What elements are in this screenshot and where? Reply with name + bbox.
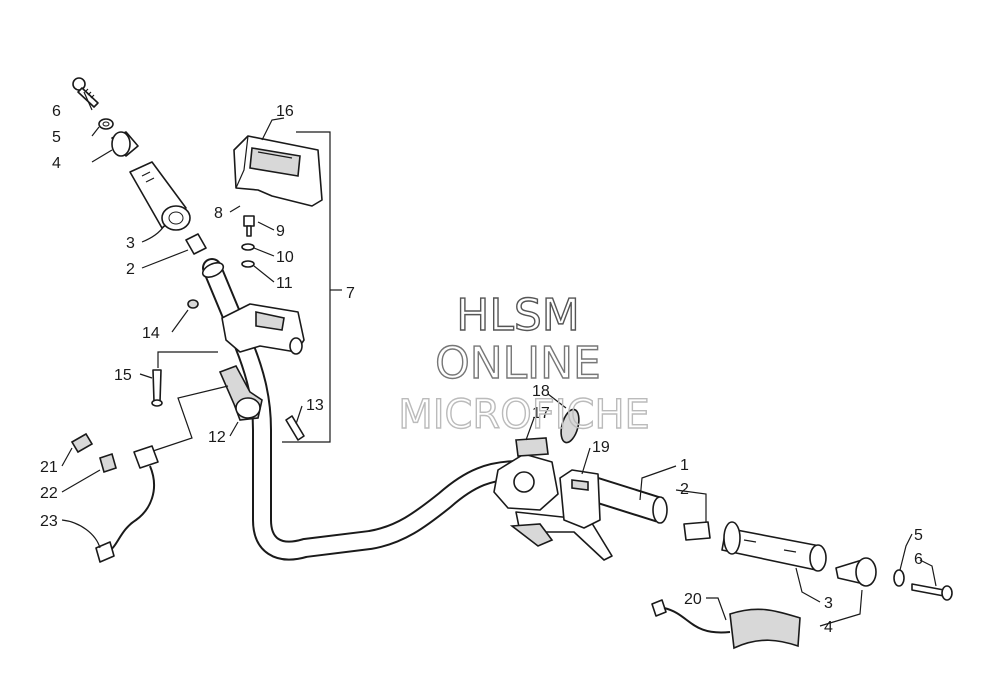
screw-15 xyxy=(151,369,163,407)
watermark-line-3: MICROFICHE xyxy=(398,392,650,438)
washer-10 xyxy=(241,243,255,251)
switch-housing-right xyxy=(559,469,601,529)
screw-9 xyxy=(243,215,255,237)
callout-7: 7 xyxy=(346,285,355,302)
callout-2-right: 2 xyxy=(680,481,689,498)
callout-4-left: 4 xyxy=(52,155,61,172)
grip-left xyxy=(129,161,191,231)
callout-18: 18 xyxy=(532,383,550,400)
callout-11: 11 xyxy=(276,275,293,292)
heater-element xyxy=(651,599,801,650)
leader-lines xyxy=(61,91,937,627)
callout-5-right: 5 xyxy=(914,527,923,544)
sleeve-right xyxy=(683,521,711,541)
screw-right xyxy=(911,583,953,601)
wiring-left xyxy=(70,432,159,563)
callout-21: 21 xyxy=(40,459,58,476)
callout-9: 9 xyxy=(276,223,285,240)
callout-17: 17 xyxy=(532,405,550,422)
callout-8: 8 xyxy=(214,205,223,222)
callout-1: 1 xyxy=(680,457,689,474)
callout-2-left: 2 xyxy=(126,261,135,278)
watermark-line-2: ONLINE xyxy=(435,338,601,389)
end-cap-left xyxy=(111,131,139,157)
end-cap-right xyxy=(835,557,877,587)
callout-15: 15 xyxy=(114,367,132,384)
plug-14 xyxy=(187,299,199,309)
throttle-housing xyxy=(233,135,323,207)
throttle-lower-housing xyxy=(221,303,305,355)
callout-23: 23 xyxy=(40,513,58,530)
cover-18 xyxy=(560,408,580,444)
decal-17 xyxy=(515,437,549,457)
grip-right xyxy=(721,521,827,572)
bracket-7 xyxy=(282,131,331,443)
callout-5-left: 5 xyxy=(52,129,61,146)
callout-4-right: 4 xyxy=(824,619,833,636)
callout-20: 20 xyxy=(684,591,702,608)
throttle-lever xyxy=(218,365,263,421)
callout-14: 14 xyxy=(142,325,160,342)
screw-left xyxy=(72,77,99,108)
callouts: 6 5 4 3 2 16 8 9 10 11 7 14 15 13 12 21 … xyxy=(40,103,923,636)
watermark: HLSM ONLINE MICROFICHE xyxy=(397,289,650,438)
callout-16: 16 xyxy=(276,103,294,120)
washer-11 xyxy=(241,260,255,268)
callout-13: 13 xyxy=(306,397,324,414)
washer-right xyxy=(893,569,905,587)
callout-19: 19 xyxy=(592,439,610,456)
callout-12: 12 xyxy=(208,429,226,446)
callout-10: 10 xyxy=(276,249,294,266)
callout-6-left: 6 xyxy=(52,103,61,120)
callout-3-right: 3 xyxy=(824,595,833,612)
callout-3-left: 3 xyxy=(126,235,135,252)
screw-13 xyxy=(285,415,305,441)
callout-22: 22 xyxy=(40,485,58,502)
watermark-line-1: HLSM xyxy=(456,290,580,341)
callout-6-right: 6 xyxy=(914,551,923,568)
sleeve-left xyxy=(185,233,207,255)
